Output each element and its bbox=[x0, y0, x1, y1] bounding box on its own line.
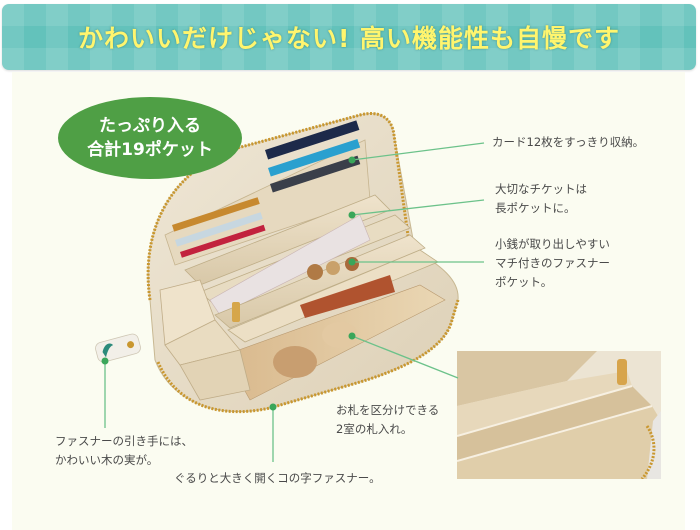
caption-line: ぐるりと大きく開くコの字ファスナー。 bbox=[174, 471, 381, 485]
caption-zipper: ぐるりと大きく開くコの字ファスナー。 bbox=[174, 469, 381, 488]
caption-line: カード12枚をすっきり収納。 bbox=[492, 135, 645, 149]
caption-coin-pocket: 小銭が取り出しやすい マチ付きのファスナー ポケット。 bbox=[495, 235, 610, 292]
caption-bill-compartments: お札を区分けできる 2室の札入れ。 bbox=[336, 401, 439, 439]
header-banner: かわいいだけじゃない! 高い機能性も自慢です bbox=[2, 4, 696, 70]
badge-line-2: 合計19ポケット bbox=[87, 140, 213, 160]
caption-line: 大切なチケットは bbox=[495, 182, 587, 196]
caption-line: 長ポケットに。 bbox=[495, 201, 576, 215]
pocket-count-badge: たっぷり入る 合計19ポケット bbox=[58, 97, 242, 179]
caption-long-pocket: 大切なチケットは 長ポケットに。 bbox=[495, 180, 587, 218]
header-title: かわいいだけじゃない! 高い機能性も自慢です bbox=[77, 24, 621, 53]
caption-zipper-pull: ファスナーの引き手には、 かわいい木の実が。 bbox=[55, 432, 193, 470]
inset-photo-bill-compartments bbox=[457, 351, 661, 479]
caption-line: 2室の札入れ。 bbox=[336, 422, 413, 436]
caption-line: ファスナーの引き手には、 bbox=[55, 434, 193, 448]
badge-line-1: たっぷり入る bbox=[99, 116, 201, 136]
caption-line: 小銭が取り出しやすい bbox=[495, 237, 610, 251]
caption-cards: カード12枚をすっきり収納。 bbox=[492, 133, 644, 152]
caption-line: お札を区分けできる bbox=[336, 403, 440, 417]
caption-line: かわいい木の実が。 bbox=[55, 453, 159, 467]
caption-line: ポケット。 bbox=[495, 275, 553, 289]
caption-line: マチ付きのファスナー bbox=[495, 256, 610, 270]
